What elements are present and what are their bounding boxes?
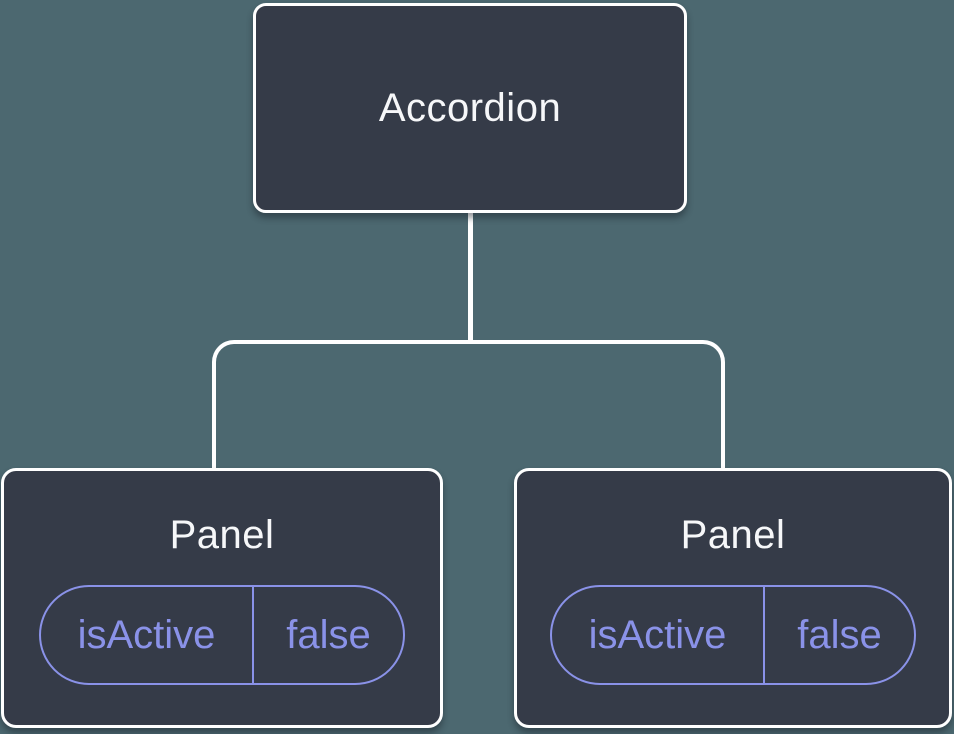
panel-body: Panel isActive false — [550, 511, 916, 685]
panel-title: Panel — [169, 513, 275, 557]
connector-branch — [212, 340, 725, 474]
component-node-panel-right: Panel isActive false — [514, 468, 952, 728]
panel-body: Panel isActive false — [39, 511, 405, 685]
node-label: Accordion — [378, 86, 562, 130]
state-value-cell: false — [286, 612, 371, 657]
state-pill: isActive false — [39, 585, 405, 685]
panel-title: Panel — [680, 513, 786, 557]
component-node-accordion: Accordion — [253, 3, 687, 213]
state-key-cell: isActive — [41, 587, 254, 683]
connector-stem — [468, 211, 473, 342]
state-key-cell: isActive — [552, 587, 765, 683]
state-value-cell: false — [797, 612, 882, 657]
state-pill: isActive false — [550, 585, 916, 685]
component-node-panel-left: Panel isActive false — [1, 468, 443, 728]
